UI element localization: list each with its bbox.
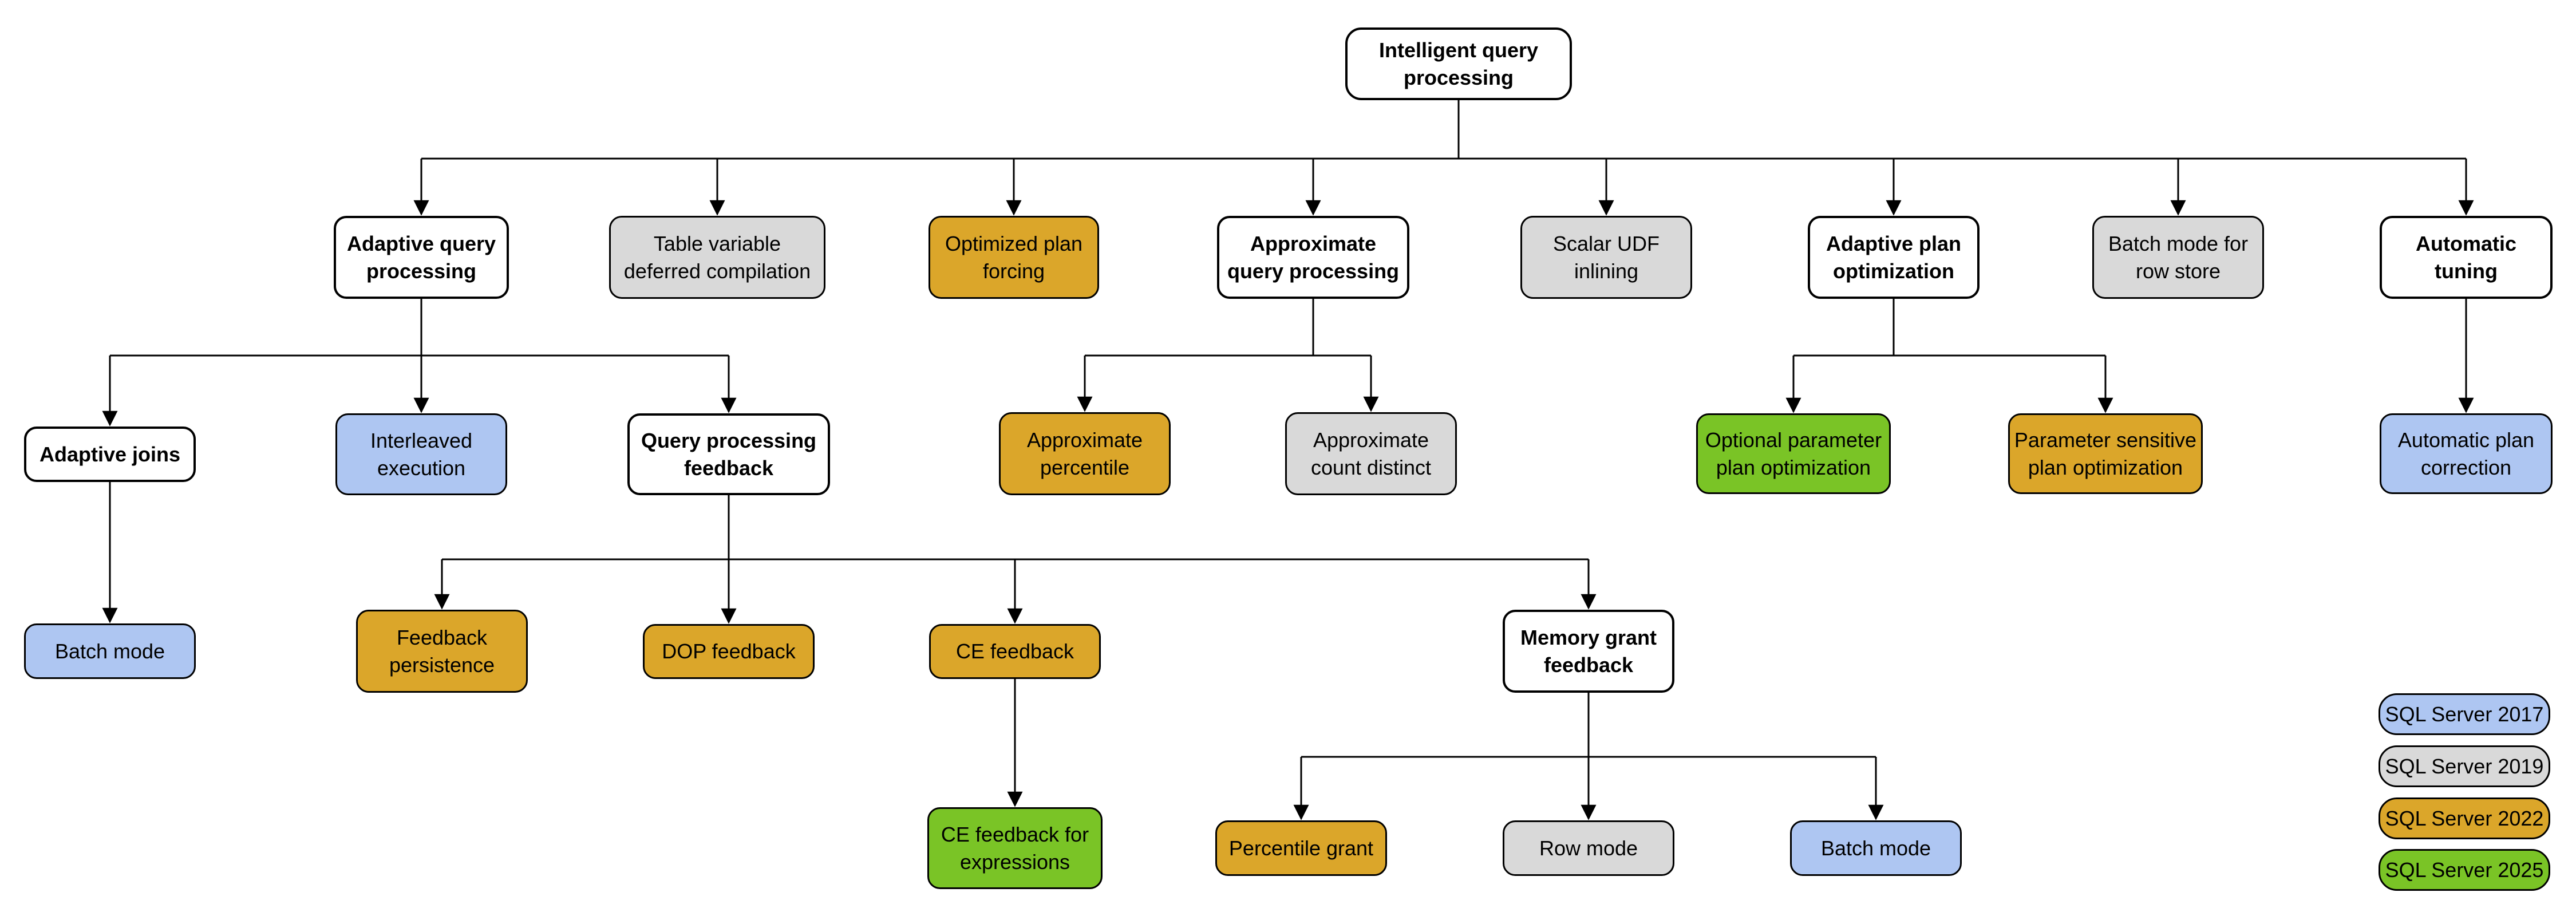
- node-feedback-persistence: Feedback persistence: [356, 610, 528, 693]
- node-batch-mode-memory-grant: Batch mode: [1790, 820, 1962, 876]
- node-percentile-grant: Percentile grant: [1215, 820, 1387, 876]
- node-adaptive-plan-optimization: Adaptive plan optimization: [1808, 216, 1980, 299]
- node-automatic-tuning: Automatic tuning: [2380, 216, 2553, 299]
- legend-sql-server-2019: SQL Server 2019: [2379, 745, 2550, 787]
- node-dop-feedback: DOP feedback: [643, 624, 815, 679]
- node-batch-mode-for-row-store: Batch mode for row store: [2092, 216, 2264, 299]
- node-interleaved-execution: Interleaved execution: [335, 413, 507, 495]
- node-ce-feedback-for-expressions: CE feedback for expressions: [927, 807, 1103, 889]
- legend-sql-server-2025: SQL Server 2025: [2379, 849, 2550, 891]
- node-approximate-query-processing: Approximate query processing: [1217, 216, 1409, 299]
- node-scalar-udf-inlining: Scalar UDF inlining: [1520, 216, 1692, 299]
- node-adaptive-query-processing: Adaptive query processing: [334, 216, 509, 299]
- node-optional-parameter-plan-optimization: Optional parameter plan optimization: [1696, 413, 1891, 494]
- node-row-mode: Row mode: [1503, 820, 1674, 876]
- node-automatic-plan-correction: Automatic plan correction: [2380, 413, 2553, 494]
- legend-sql-server-2022: SQL Server 2022: [2379, 797, 2550, 839]
- node-adaptive-joins: Adaptive joins: [24, 427, 196, 482]
- node-optimized-plan-forcing: Optimized plan forcing: [929, 216, 1099, 299]
- node-memory-grant-feedback: Memory grant feedback: [1503, 610, 1674, 693]
- legend-sql-server-2017: SQL Server 2017: [2379, 693, 2550, 735]
- node-table-variable-deferred-compilation: Table variable deferred compilation: [609, 216, 825, 299]
- node-batch-mode-adaptive-joins: Batch mode: [24, 623, 196, 679]
- node-parameter-sensitive-plan-optimization: Parameter sensitive plan optimization: [2008, 413, 2203, 494]
- node-intelligent-query-processing: Intelligent query processing: [1345, 27, 1572, 100]
- node-ce-feedback: CE feedback: [929, 624, 1101, 679]
- node-query-processing-feedback: Query processing feedback: [627, 413, 830, 495]
- node-approximate-percentile: Approximate percentile: [999, 412, 1171, 495]
- node-approximate-count-distinct: Approximate count distinct: [1285, 412, 1457, 495]
